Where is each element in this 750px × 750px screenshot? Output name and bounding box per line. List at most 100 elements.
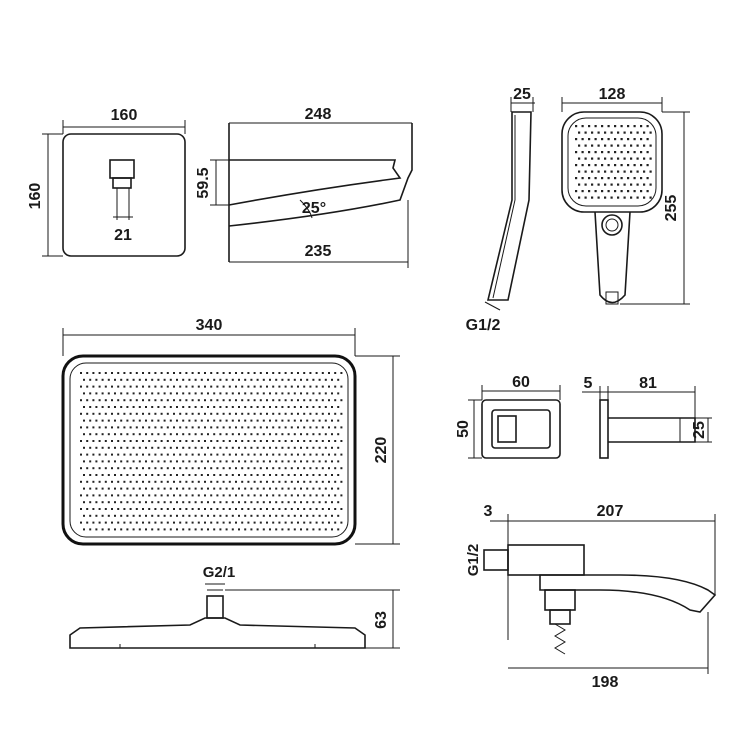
nozzle-dot	[269, 487, 271, 490]
nozzle-dot	[340, 385, 343, 388]
nozzle-dot	[173, 426, 175, 429]
nozzle-dot	[228, 508, 231, 510]
nozzle-dot	[269, 392, 271, 395]
nozzle-dot	[219, 487, 222, 490]
nozzle-dot	[179, 521, 182, 524]
nozzle-dot	[104, 494, 107, 497]
hand-nozzle-dot	[588, 151, 591, 154]
nozzle-dot	[309, 399, 312, 402]
nozzle-dot	[278, 480, 281, 483]
nozzle-dot	[173, 372, 175, 374]
nozzle-dot	[135, 426, 138, 429]
nozzle-dot	[287, 514, 290, 517]
nozzle-dot	[104, 372, 107, 374]
nozzle-dot	[142, 412, 144, 415]
nozzle-dot	[114, 460, 116, 463]
hand-nozzle-dot	[607, 125, 610, 128]
holder-width-label: 60	[512, 374, 530, 391]
nozzle-dot	[337, 419, 340, 422]
nozzle-dot	[98, 453, 101, 456]
nozzle-dot	[324, 514, 327, 517]
nozzle-dot	[253, 440, 256, 442]
nozzle-dot	[269, 514, 271, 517]
nozzle-dot	[312, 460, 315, 463]
nozzle-dot	[166, 494, 169, 497]
nozzle-dot	[132, 433, 135, 436]
nozzle-dot	[324, 392, 327, 395]
tub-spout-length-top-label: 207	[597, 503, 624, 520]
nozzle-dot	[253, 372, 256, 374]
nozzle-dot	[287, 378, 290, 381]
nozzle-dot	[250, 446, 253, 449]
nozzle-dot	[151, 378, 154, 381]
nozzle-dot	[98, 440, 101, 442]
nozzle-dot	[247, 385, 250, 388]
hand-nozzle-dot	[620, 164, 623, 167]
nozzle-dot	[328, 453, 330, 456]
nozzle-dot	[182, 514, 185, 517]
hand-nozzle-dot	[601, 177, 604, 180]
hand-nozzle-dot	[575, 164, 578, 167]
nozzle-dot	[253, 385, 256, 388]
nozzle-dot	[275, 433, 278, 436]
nozzle-dot	[191, 372, 194, 374]
nozzle-dot	[154, 521, 157, 524]
hand-nozzle-dot	[575, 125, 578, 128]
nozzle-dot	[247, 467, 250, 470]
nozzle-dot	[176, 446, 178, 449]
nozzle-dot	[275, 419, 278, 422]
nozzle-dot	[145, 460, 147, 463]
nozzle-dot	[148, 508, 151, 510]
nozzle-dot	[169, 392, 172, 395]
nozzle-dot	[135, 440, 138, 442]
nozzle-dot	[111, 494, 113, 497]
nozzle-dot	[219, 378, 222, 381]
nozzle-dot	[154, 372, 157, 374]
hand-nozzle-dot	[649, 157, 652, 160]
holder-height-label: 50	[455, 420, 472, 438]
nozzle-dot	[160, 399, 163, 402]
nozzle-dot	[219, 446, 222, 449]
nozzle-dot	[228, 467, 231, 470]
nozzle-dot	[340, 508, 343, 510]
nozzle-dot	[197, 467, 200, 470]
nozzle-dot	[138, 460, 141, 463]
nozzle-dot	[80, 467, 82, 470]
nozzle-dot	[231, 487, 234, 490]
nozzle-dot	[219, 392, 222, 395]
nozzle-dot	[151, 528, 154, 531]
nozzle-dot	[300, 514, 302, 517]
nozzle-dot	[114, 487, 116, 490]
nozzle-dot	[117, 508, 120, 510]
nozzle-dot	[142, 426, 144, 429]
nozzle-dot	[213, 433, 216, 436]
nozzle-dot	[163, 419, 166, 422]
tub-spout-side-view: 3 207 198 G1/2	[465, 503, 717, 691]
nozzle-dot	[253, 467, 256, 470]
nozzle-dot	[303, 372, 306, 374]
nozzle-dot	[123, 521, 126, 524]
nozzle-dot	[138, 501, 141, 504]
nozzle-dot	[135, 385, 138, 388]
nozzle-dot	[231, 514, 234, 517]
nozzle-dot	[176, 501, 178, 504]
nozzle-dot	[194, 528, 197, 531]
nozzle-dot	[101, 474, 104, 476]
nozzle-dot	[259, 399, 262, 402]
nozzle-dot	[293, 474, 296, 476]
nozzle-dot	[166, 412, 169, 415]
nozzle-dot	[120, 446, 123, 449]
nozzle-dot	[107, 392, 110, 395]
nozzle-dot	[188, 501, 191, 504]
nozzle-dot	[188, 446, 191, 449]
nozzle-dot	[216, 494, 219, 497]
nozzle-dot	[219, 528, 222, 531]
nozzle-dot	[231, 446, 234, 449]
nozzle-dot	[225, 392, 228, 395]
nozzle-dot	[173, 412, 175, 415]
nozzle-dot	[80, 494, 82, 497]
nozzle-dot	[207, 460, 209, 463]
nozzle-dot	[182, 378, 185, 381]
nozzle-dot	[247, 521, 250, 524]
hand-nozzle-dot	[575, 190, 578, 193]
